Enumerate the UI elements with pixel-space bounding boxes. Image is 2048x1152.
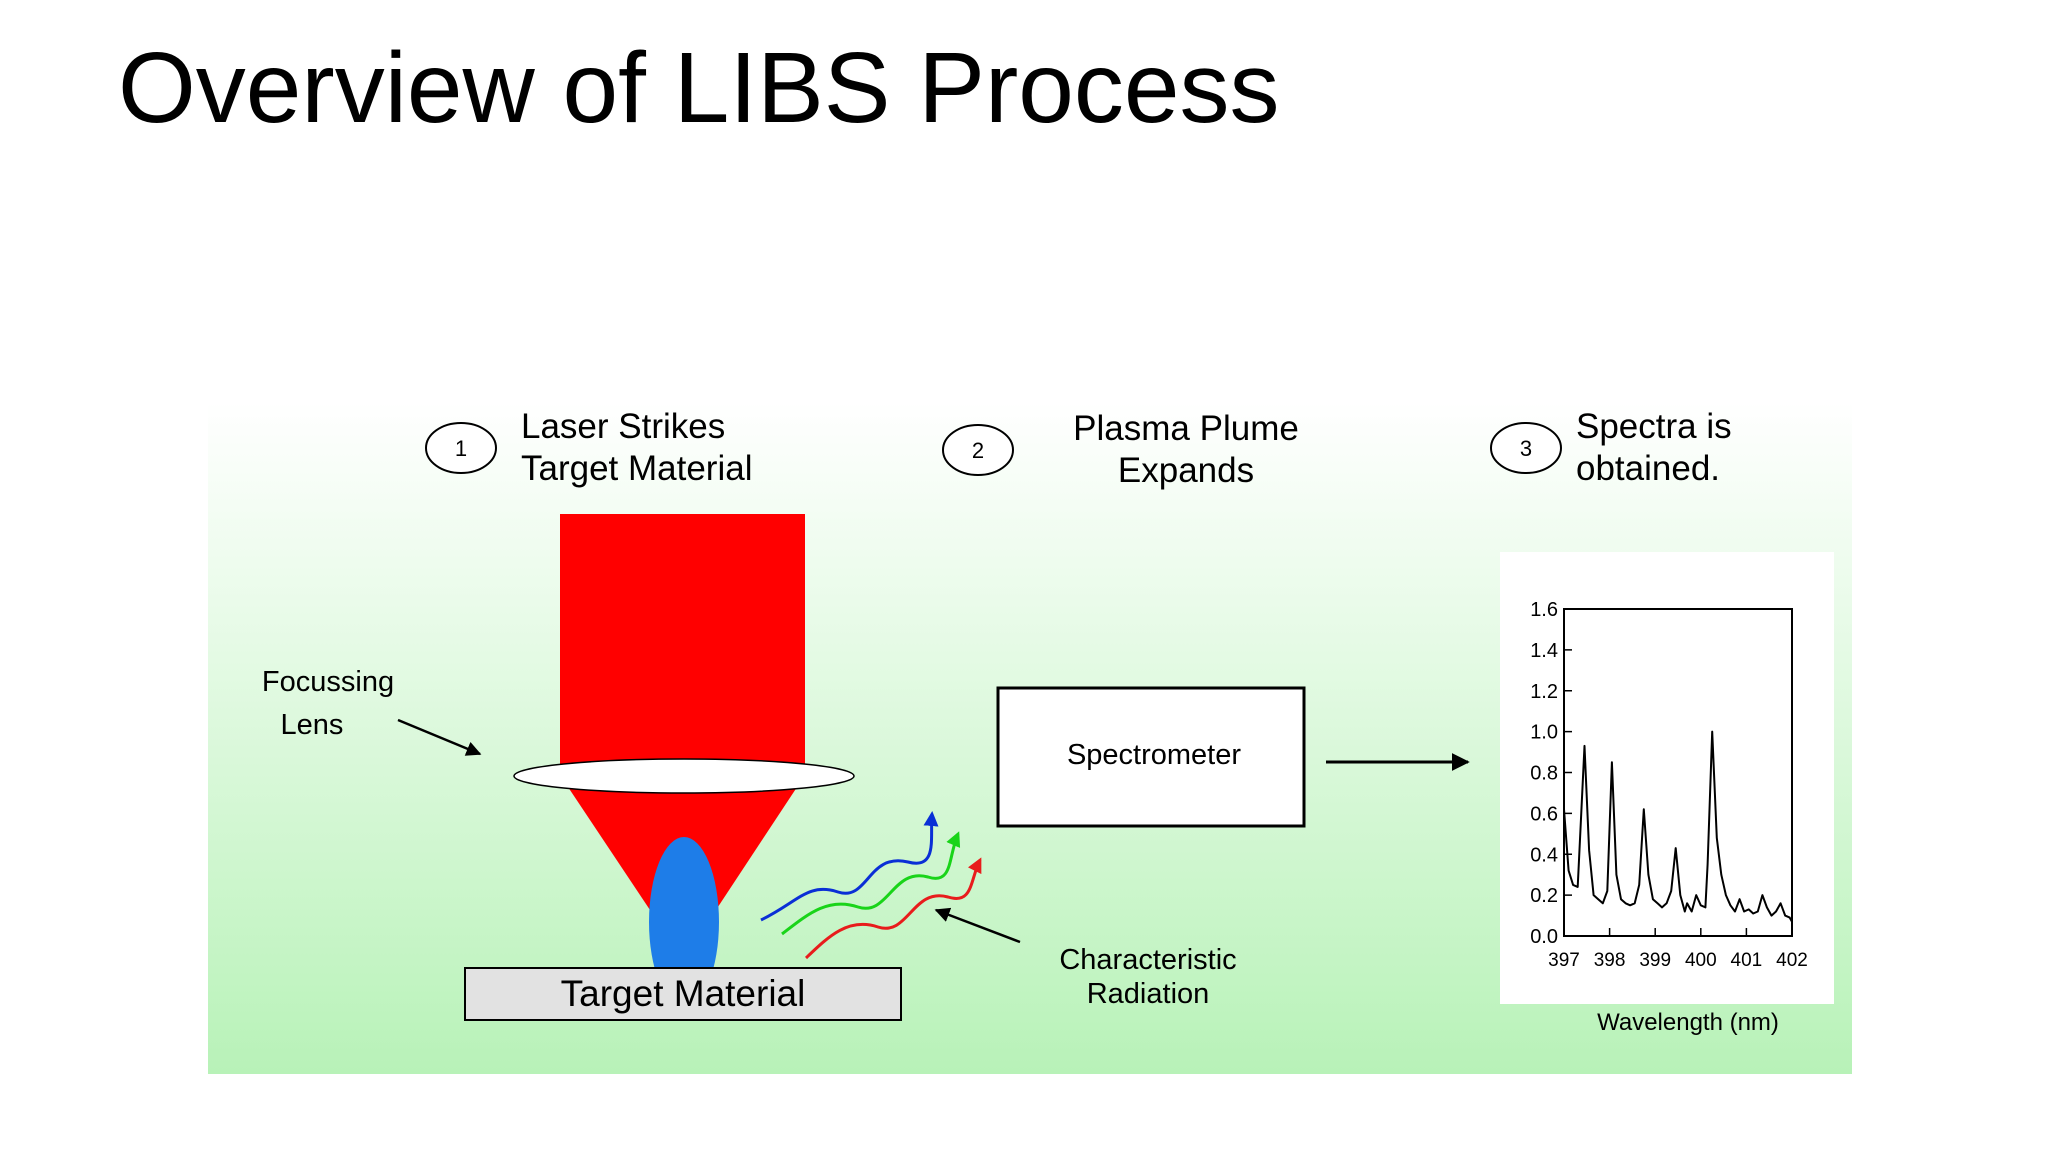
radiation-wave-blue — [760, 811, 939, 922]
y-tick-label: 0.8 — [1530, 763, 1558, 785]
x-tick-label: 398 — [1594, 950, 1626, 971]
spectrum-chart: 0.0 0.2 0.4 0.6 0.8 1.0 1.2 1.4 1.6 397 398 399 400… — [1500, 552, 1834, 1036]
spectrometer-box — [996, 686, 1306, 828]
x-tick-label: 402 — [1776, 950, 1808, 971]
step-3-title-line2: obtained. — [1576, 449, 1720, 488]
step-3-number-circle — [1490, 422, 1562, 474]
radiation-wave-red — [804, 857, 982, 960]
y-tick-label: 1.4 — [1530, 640, 1558, 662]
target-material-label: Target Material — [561, 973, 806, 1014]
y-tick-label: 1.6 — [1530, 599, 1558, 621]
spectrometer-label: Spectrometer — [1067, 739, 1241, 771]
step-2-number: 2 — [972, 438, 984, 463]
step-1-number-circle — [425, 422, 497, 474]
plasma-plume — [649, 837, 719, 1007]
target-material-block — [464, 967, 902, 1021]
step-3-header: 3 Spectra is obtained. — [1490, 407, 1732, 488]
radiation-wave-green — [781, 831, 961, 936]
step-2-header: 2 Plasma Plume Expands — [942, 409, 1299, 490]
step-2-number-circle — [942, 424, 1014, 476]
x-tick-label: 401 — [1731, 950, 1763, 971]
step-1-title-line1: Laser Strikes — [521, 407, 725, 446]
focusing-lens-label-line1: Focussing — [262, 666, 394, 698]
libs-diagram: 1 Laser Strikes Target Material 2 Plasma… — [208, 402, 1852, 1074]
x-tick-label: 400 — [1685, 950, 1717, 971]
y-tick-label: 0.4 — [1530, 844, 1558, 866]
x-tick-label: 397 — [1548, 950, 1580, 971]
step-3-title-line1: Spectra is — [1576, 407, 1732, 446]
spectrum-panel — [1500, 552, 1834, 1004]
y-tick-label: 1.2 — [1530, 681, 1558, 703]
slide-title: Overview of LIBS Process — [118, 32, 1280, 144]
focusing-lens — [513, 758, 855, 794]
y-tick-label: 0.0 — [1530, 926, 1558, 948]
step-1-header: 1 Laser Strikes Target Material — [425, 407, 752, 488]
focusing-lens-label-line2: Lens — [281, 709, 344, 741]
x-tick-label: 399 — [1639, 950, 1671, 971]
characteristic-radiation-label-line1: Characteristic — [1059, 944, 1236, 976]
step-1-title-line2: Target Material — [521, 449, 752, 488]
y-tick-label: 0.2 — [1530, 885, 1558, 907]
step-2-title-line2: Expands — [1118, 451, 1254, 490]
spectrum-line-series-0 — [1563, 730, 1793, 923]
characteristic-radiation-label-line2: Radiation — [1087, 978, 1210, 1010]
focusing-lens-arrow — [397, 718, 482, 756]
radiation-pointer-arrow — [934, 907, 1021, 944]
step-2-title-line1: Plasma Plume — [1073, 409, 1299, 448]
y-tick-label: 1.0 — [1530, 722, 1558, 744]
y-tick-label: 0.6 — [1530, 803, 1558, 825]
step-3-number: 3 — [1520, 436, 1532, 461]
laser-beam — [560, 514, 805, 778]
spectrum-x-axis-label: Wavelength (nm) — [1597, 1009, 1779, 1036]
step-1-number: 1 — [455, 436, 467, 461]
